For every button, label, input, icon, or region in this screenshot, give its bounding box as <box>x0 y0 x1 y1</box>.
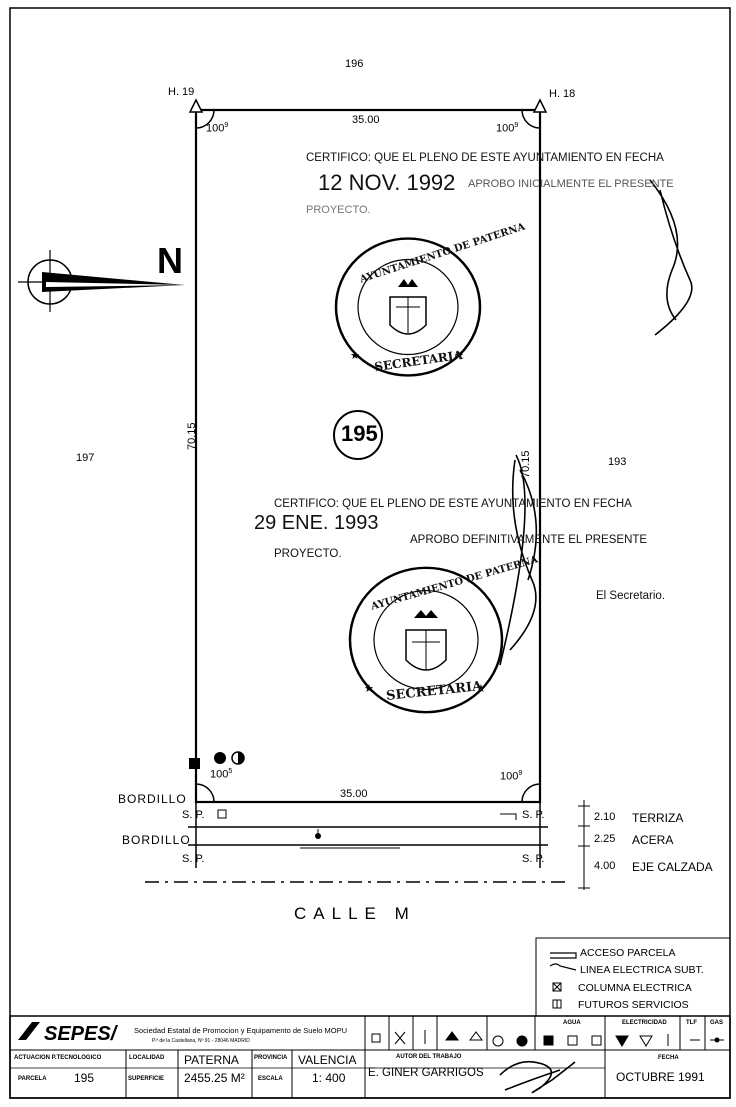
bordillo-label-2: BORDILLO <box>122 833 191 847</box>
svg-text:SEPES/: SEPES/ <box>44 1023 119 1045</box>
parcel-number-circle <box>333 410 383 460</box>
marker-h19-label: H. 19 <box>168 86 195 98</box>
company-name: Sociedad Estatal de Promocion y Equipame… <box>134 1026 348 1035</box>
superficie-label: SUPERFICIE <box>128 1076 165 1082</box>
parcela-value: 195 <box>74 1071 95 1085</box>
seal-bottom-icon: ★ ★ <box>348 566 504 714</box>
actuacion-label: ACTUACION P.TECNOLOGICO <box>14 1055 102 1061</box>
corner-marker-left-icon <box>188 98 204 113</box>
certificate-1-date: 12 NOV. 1992 <box>318 170 456 195</box>
certificate-2-line3: PROYECTO. <box>274 548 342 560</box>
electricidad-label: ELECTRICIDAD <box>622 1020 667 1026</box>
seal-top-icon: ★ ★ <box>334 237 482 377</box>
certificate-1-line2: APROBO INICIALMENTE EL PRESENTE <box>468 178 674 190</box>
fecha-label: FECHA <box>658 1055 679 1061</box>
utility-circle-icon <box>214 752 226 764</box>
sp-label-4: S. P. <box>522 853 545 865</box>
neighbor-right-label: 193 <box>608 456 627 468</box>
secretario-label: El Secretario. <box>596 590 666 602</box>
parcela-label: PARCELA <box>18 1076 47 1082</box>
tlf-label: TLF <box>686 1020 697 1026</box>
width-eje-value: 4.00 <box>594 860 616 872</box>
localidad-value: PATERNA <box>184 1053 239 1067</box>
parcel-number: 195 <box>341 421 378 446</box>
escala-label: ESCALA <box>258 1076 283 1082</box>
legend-futuros: FUTUROS SERVICIOS <box>578 999 689 1011</box>
sp-label-2: S. P. <box>522 809 545 821</box>
svg-text:★: ★ <box>454 349 464 362</box>
legend-linea: LINEA ELECTRICA SUBT. <box>580 964 704 976</box>
angle-top-right-label: 1009 <box>496 122 519 135</box>
provincia-label: PROVINCIA <box>254 1055 288 1061</box>
north-arrow-icon <box>18 250 185 312</box>
parcel-outline <box>194 108 542 804</box>
legend-acceso: ACCESO PARCELA <box>580 947 676 959</box>
svg-text:★: ★ <box>350 349 360 362</box>
provincia-value: VALENCIA <box>298 1053 357 1067</box>
svg-text:★: ★ <box>364 682 374 695</box>
certificate-2-line1: CERTIFICO: QUE EL PLENO DE ESTE AYUNTAMI… <box>274 498 632 510</box>
angle-bottom-left-label: 1005 <box>210 768 233 781</box>
escala-value: 1: 400 <box>312 1071 346 1085</box>
angle-top-left-label: 1009 <box>206 122 229 135</box>
bordillo-label-1: BORDILLO <box>118 792 187 806</box>
signature-top-icon <box>649 179 693 336</box>
gas-label: GAS <box>710 1020 724 1026</box>
autor-value: E. GINER GARRIGOS <box>368 1067 484 1079</box>
width-acera-label: ACERA <box>632 833 674 847</box>
sepes-logo: SEPES/ <box>14 1020 128 1045</box>
marker-h18-label: H. 18 <box>549 88 576 100</box>
dimension-top-label: 35.00 <box>352 114 380 126</box>
legend-columna: COLUMNA ELECTRICA <box>578 982 692 994</box>
company-address: P.ª de la Castellana, Nº 91 - 28046 MADR… <box>152 1038 250 1044</box>
svg-text:★: ★ <box>476 682 486 695</box>
sp-label-3: S. P. <box>182 853 205 865</box>
angle-bottom-right-label: 1009 <box>500 770 523 783</box>
dimension-left-label: 70.15 <box>186 422 198 450</box>
title-block-frame <box>9 1015 731 1099</box>
superficie-value: 2455.25 M² <box>184 1071 245 1085</box>
sp-label-1: S. P. <box>182 809 205 821</box>
neighbor-left-label: 197 <box>76 452 95 464</box>
dimension-right-label: 70.15 <box>520 450 532 478</box>
width-acera-value: 2.25 <box>594 833 616 845</box>
street-name: CALLE M <box>294 904 416 923</box>
utility-square-icon <box>189 758 200 769</box>
width-terriza-label: TERRIZA <box>632 811 684 825</box>
signature-titleblock-icon <box>499 1060 576 1094</box>
width-eje-label: EJE CALZADA <box>632 860 713 874</box>
corner-marker-right-icon <box>532 98 548 113</box>
utility-symbols-icon <box>371 1030 724 1047</box>
fecha-value: OCTUBRE 1991 <box>616 1070 705 1084</box>
width-terriza-value: 2.10 <box>594 811 616 823</box>
certificate-2-date: 29 ENE. 1993 <box>254 512 379 534</box>
agua-label: AGUA <box>563 1020 581 1026</box>
certificate-2-line2: APROBO DEFINITIVAMENTE EL PRESENTE <box>410 534 648 546</box>
north-label: N <box>157 240 183 281</box>
autor-label: AUTOR DEL TRABAJO <box>396 1054 462 1060</box>
certificate-1-line3: PROYECTO. <box>306 204 371 216</box>
signature-middle-icon <box>499 454 538 666</box>
certificate-1-line1: CERTIFICO: QUE EL PLENO DE ESTE AYUNTAMI… <box>306 152 664 164</box>
localidad-label: LOCALIDAD <box>129 1055 165 1061</box>
dimension-bottom-label: 35.00 <box>340 788 368 800</box>
neighbor-top-label: 196 <box>345 58 364 70</box>
